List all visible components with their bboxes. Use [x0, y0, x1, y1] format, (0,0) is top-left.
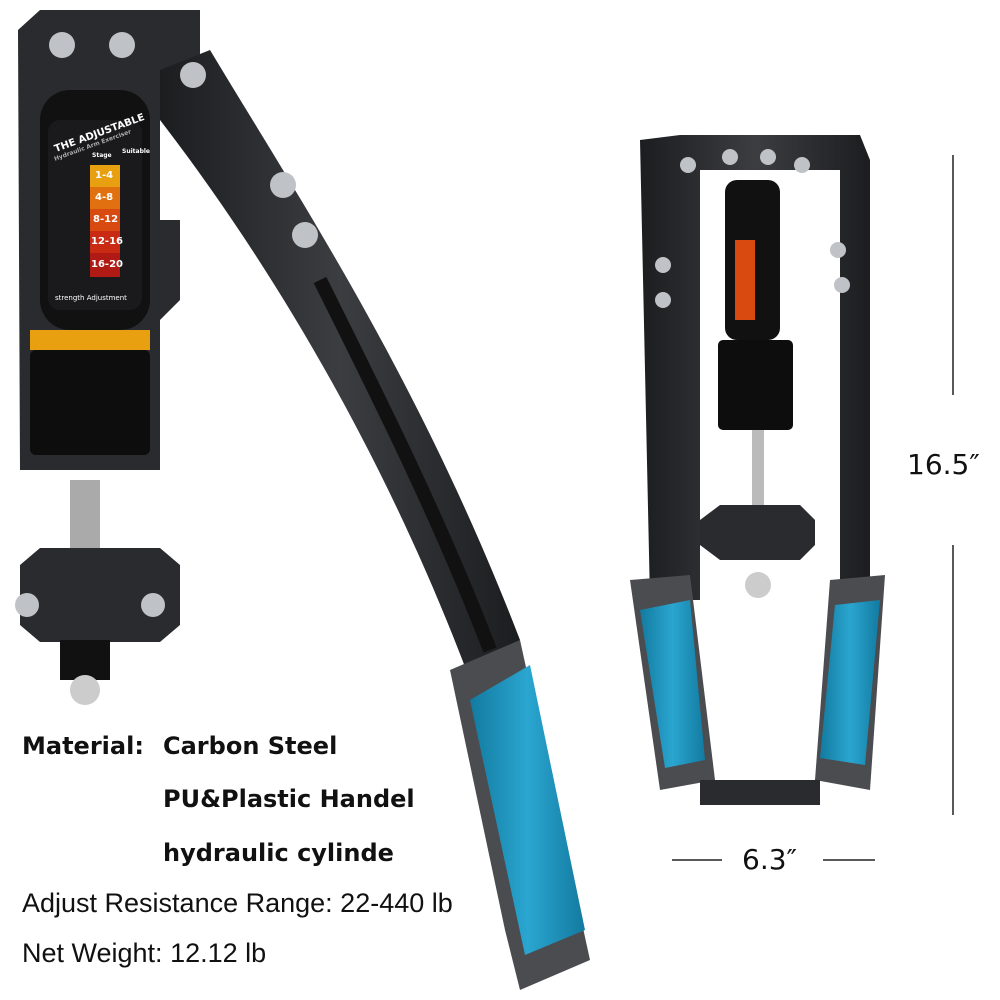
stage-label: 8-12 [93, 214, 119, 225]
cylinder-header-suitable: Suitable [122, 148, 150, 155]
material-item: hydraulic cylinde [163, 839, 394, 867]
resistance-range: Adjust Resistance Range: 22-440 lb [22, 888, 453, 918]
stage-label: 16-20 [91, 259, 123, 270]
stage-label: 1-4 [95, 170, 114, 181]
net-weight: Net Weight: 12.12 lb [22, 938, 267, 968]
stage-label: 4-8 [95, 192, 114, 203]
full-gripper [630, 135, 885, 805]
height-dimension: 16.5″ [907, 448, 980, 481]
material-item: PU&Plastic Handel [163, 785, 415, 813]
cylinder-header-stage: Stage [92, 152, 112, 159]
stage-label: 12-16 [91, 236, 123, 247]
closeup-gripper [15, 10, 590, 990]
width-dimension: 6.3″ [742, 843, 797, 876]
cylinder-footer: strength Adjustment [55, 294, 127, 302]
material-label: Material: [22, 732, 144, 760]
material-item: Carbon Steel [163, 732, 338, 760]
